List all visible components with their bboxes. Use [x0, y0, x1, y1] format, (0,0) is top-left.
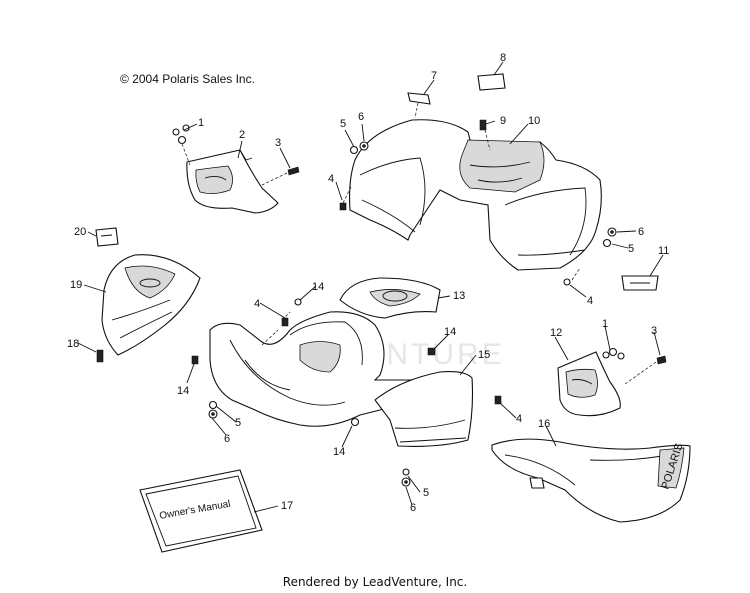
part-1-fasteners[interactable] — [172, 124, 191, 166]
callout-12: 12 — [550, 327, 562, 339]
callout-13: 13 — [453, 290, 465, 302]
part-1-fasteners-right[interactable] — [602, 347, 625, 360]
part-15-side-panel[interactable] — [374, 371, 474, 447]
callout-5-left: 5 — [235, 417, 241, 429]
callout-3: 3 — [275, 137, 281, 149]
callout-15: 15 — [478, 349, 490, 361]
callout-14-bottom: 14 — [333, 446, 345, 458]
callout-numbers: 1 2 3 4 5 6 7 8 9 10 6 5 11 4 20 19 13 4… — [67, 52, 669, 514]
callout-19: 19 — [70, 279, 82, 291]
callout-4-right: 4 — [587, 295, 593, 307]
callout-4-lower: 4 — [516, 413, 522, 425]
callout-leaders — [77, 61, 664, 513]
part-20-plate[interactable] — [95, 227, 119, 247]
part-10-rear-fender[interactable] — [349, 119, 602, 271]
callout-7: 7 — [431, 70, 437, 82]
callout-14-top: 14 — [312, 281, 324, 293]
callout-17: 17 — [281, 500, 293, 512]
callout-5: 5 — [340, 118, 346, 130]
callout-18: 18 — [67, 338, 79, 350]
callout-3-right: 3 — [651, 325, 657, 337]
callout-2: 2 — [239, 129, 245, 141]
part-11-reflector[interactable] — [621, 275, 659, 291]
part-3-screw-right[interactable] — [624, 355, 667, 385]
callout-1-right: 1 — [602, 318, 608, 330]
callout-10: 10 — [528, 115, 540, 127]
part-9-screw[interactable] — [479, 119, 487, 131]
part-19-front-cap[interactable] — [101, 254, 201, 356]
callout-16: 16 — [538, 418, 550, 430]
callout-11: 11 — [658, 245, 669, 257]
callout-6-left: 6 — [224, 433, 230, 445]
part-13-tank-cover[interactable] — [339, 277, 441, 319]
copyright-notice: © 2004 Polaris Sales Inc. — [120, 72, 255, 86]
callout-5-right: 5 — [628, 243, 634, 255]
callout-6-right: 6 — [638, 226, 644, 238]
callout-6-lower: 6 — [410, 502, 416, 514]
callout-4-front: 4 — [254, 298, 260, 310]
callout-14-right: 14 — [444, 326, 456, 338]
part-7-tab[interactable] — [407, 92, 431, 119]
part-5-6-fasteners-right[interactable] — [563, 227, 617, 286]
callout-20: 20 — [74, 226, 86, 238]
part-12-side-panel[interactable] — [557, 351, 621, 417]
callout-8: 8 — [500, 52, 506, 64]
callout-5-lower: 5 — [423, 487, 429, 499]
callout-6: 6 — [358, 111, 364, 123]
part-18-screw[interactable] — [96, 349, 104, 363]
part-3-screw[interactable] — [261, 166, 300, 186]
footer-credit: Rendered by LeadVenture, Inc. — [282, 575, 468, 589]
callout-9: 9 — [500, 115, 506, 127]
part-2-side-panel[interactable] — [186, 149, 279, 214]
callout-4: 4 — [328, 173, 334, 185]
part-16-seat[interactable]: POLARIS — [491, 438, 691, 523]
front-fender[interactable] — [209, 311, 424, 427]
part-17-owners-manual[interactable]: Owner's Manual — [139, 469, 263, 553]
front-fender-fasteners[interactable] — [191, 298, 436, 427]
part-8-decal[interactable] — [477, 73, 506, 91]
callout-1: 1 — [198, 117, 204, 129]
callout-14-left: 14 — [177, 385, 189, 397]
